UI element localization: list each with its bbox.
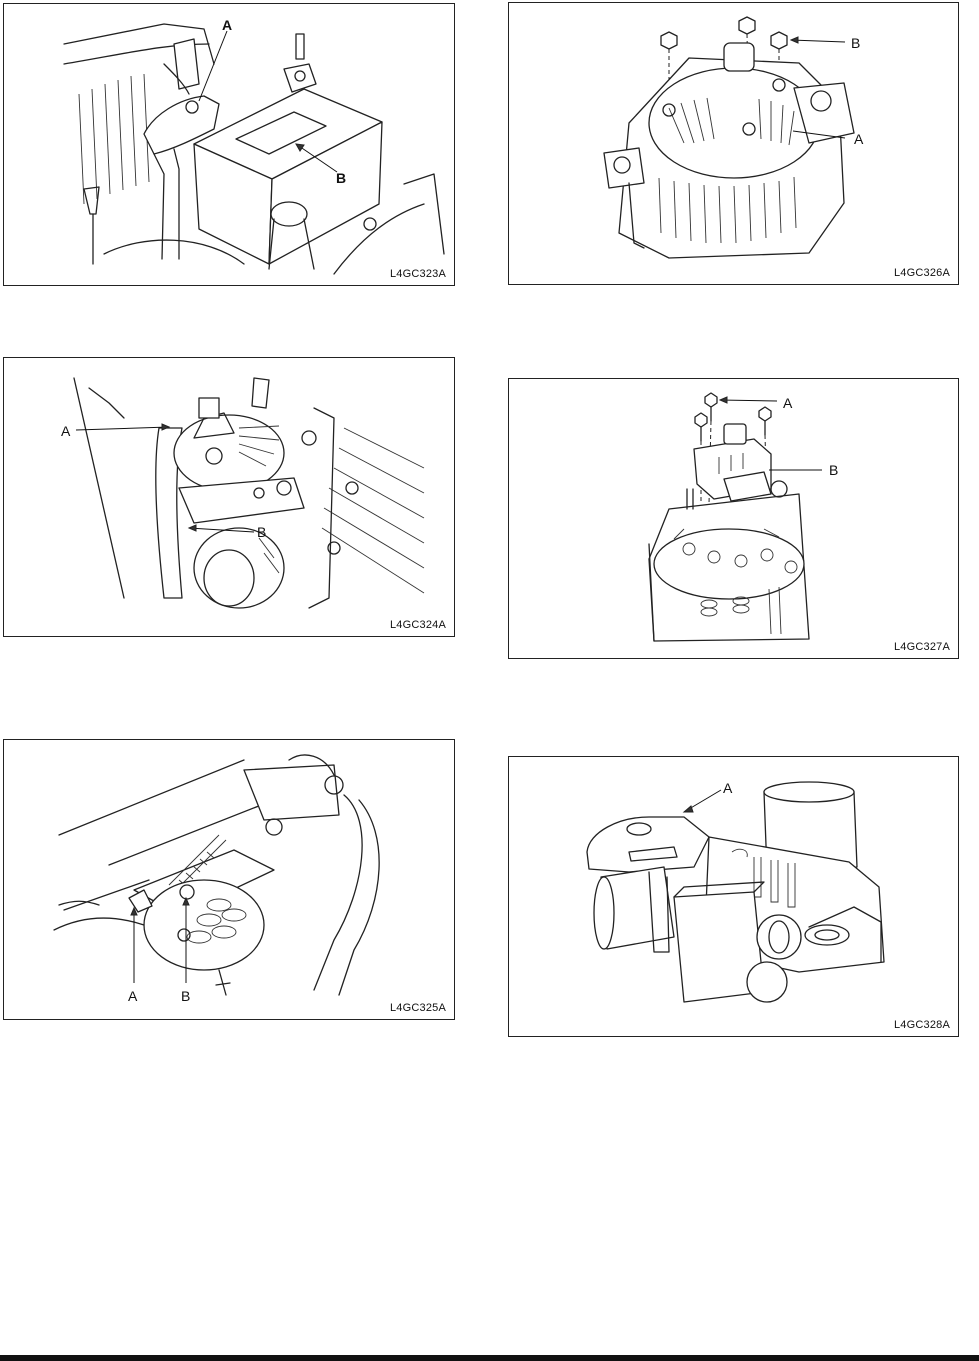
callout-b: B	[181, 988, 191, 1004]
figure-code: L4GC325A	[389, 1002, 446, 1014]
figure-generator-bolts: A B L4GC325A	[3, 739, 455, 1020]
generator-installed-illustration	[73, 377, 425, 609]
battery-illustration	[63, 23, 445, 275]
brush-holder-illustration	[648, 392, 822, 642]
figure-code: L4GC326A	[893, 267, 950, 279]
callout-b: B	[829, 462, 839, 478]
page-footer-rule	[0, 1355, 979, 1361]
figure-battery-terminal: A B L4GC323A	[3, 3, 455, 286]
callout-a: A	[854, 131, 864, 147]
rear-cover-illustration	[603, 16, 855, 259]
figure-regulator-assembly: A L4GC328A	[508, 756, 959, 1037]
callout-a: A	[61, 423, 71, 439]
figure-code: L4GC327A	[893, 641, 950, 653]
callout-a: A	[128, 988, 138, 1004]
callout-b: B	[257, 524, 267, 540]
regulator-assembly-illustration	[586, 781, 885, 1003]
figure-code: L4GC323A	[389, 268, 446, 280]
figure-generator-installed: A B L4GC324A	[3, 357, 455, 637]
callout-a: A	[723, 780, 733, 796]
figure-brush-holder: A B L4GC327A	[508, 378, 959, 659]
callout-b: B	[336, 170, 347, 186]
figure-code: L4GC328A	[893, 1019, 950, 1031]
callout-b: B	[851, 35, 861, 51]
callout-a: A	[783, 395, 793, 411]
figure-code: L4GC324A	[389, 619, 446, 631]
callout-a: A	[222, 17, 233, 33]
generator-bolts-illustration	[53, 754, 380, 996]
figure-rear-cover: B A L4GC326A	[508, 2, 959, 285]
